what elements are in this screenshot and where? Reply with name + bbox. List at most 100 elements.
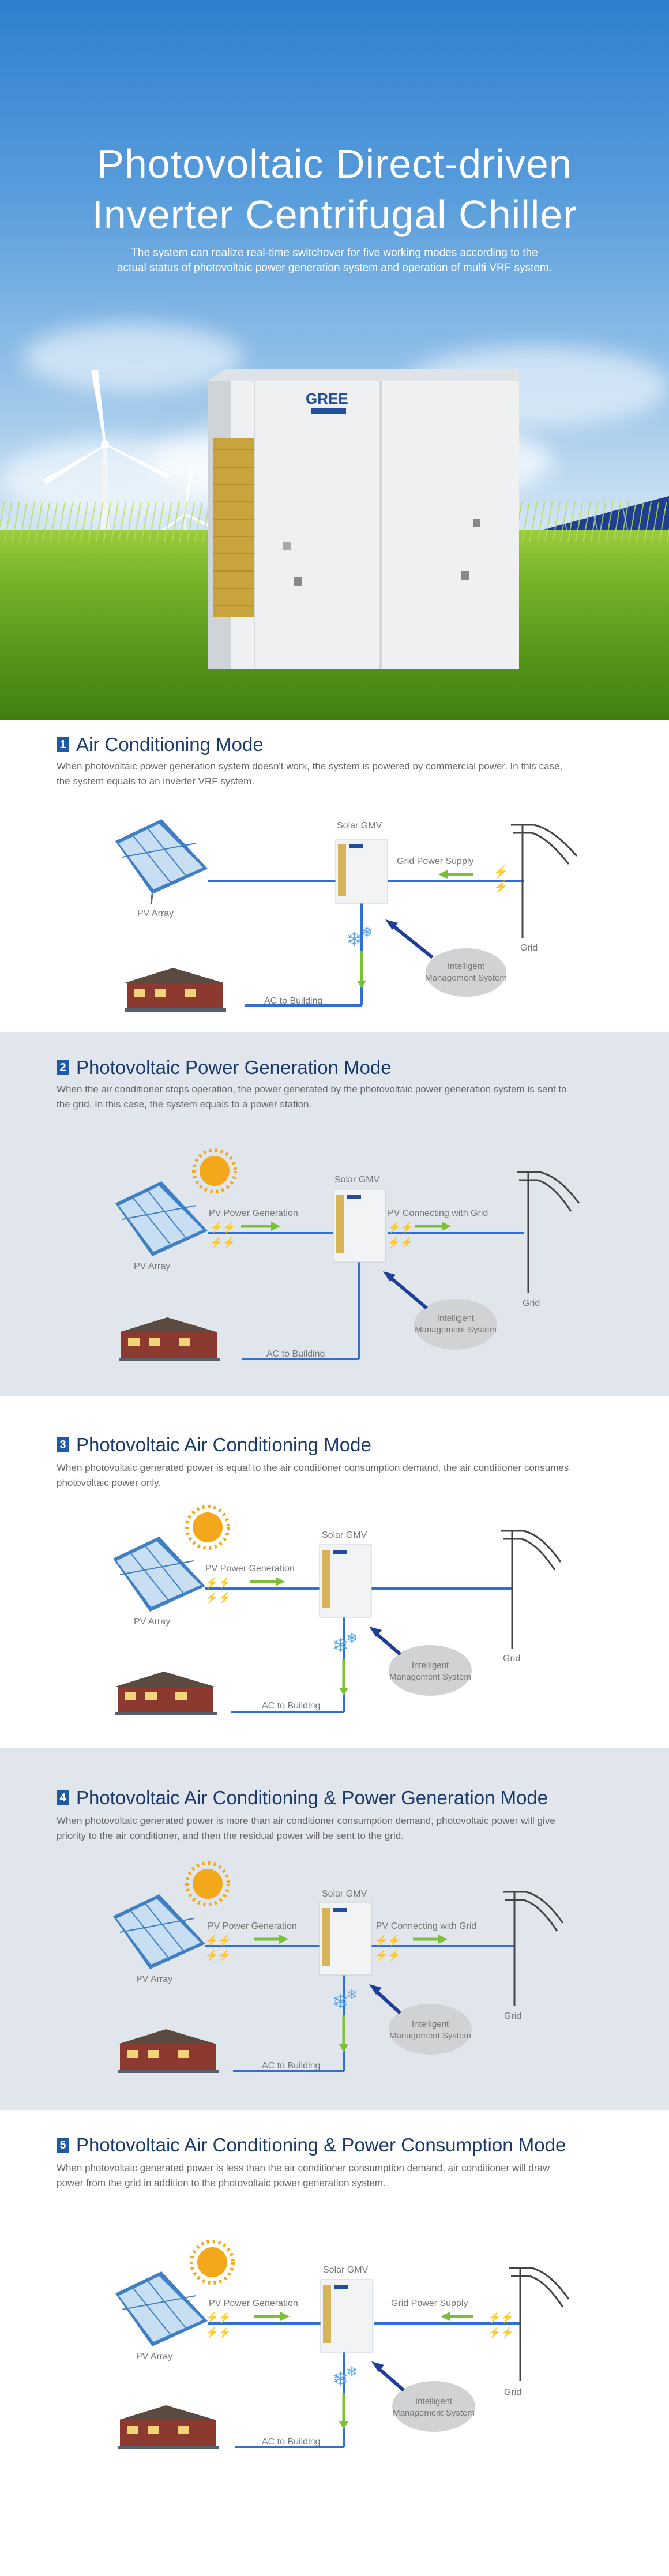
mode-description: When photovoltaic generated power is equ… bbox=[57, 1462, 569, 1488]
svg-text:⚡⚡: ⚡⚡ bbox=[205, 1591, 231, 1604]
svg-text:Intelligent: Intelligent bbox=[412, 1661, 449, 1670]
svg-text:PV Array: PV Array bbox=[134, 1261, 170, 1271]
hero-title-line1: Photovoltaic Direct-driven bbox=[97, 141, 572, 186]
mode-number-badge: 2 bbox=[57, 1060, 69, 1075]
svg-text:Intelligent: Intelligent bbox=[415, 2397, 453, 2406]
svg-text:⚡⚡: ⚡⚡ bbox=[388, 1236, 414, 1249]
flow-sparks-icon: ⚡⚡ ⚡⚡ bbox=[205, 1576, 231, 1604]
svg-text:⚡⚡: ⚡⚡ bbox=[205, 2311, 231, 2324]
svg-text:Intelligent: Intelligent bbox=[412, 2019, 449, 2029]
mode-number-badge: 5 bbox=[57, 2138, 69, 2153]
svg-text:PV Connecting with Grid: PV Connecting with Grid bbox=[376, 1921, 476, 1931]
svg-text:AC to Building: AC to Building bbox=[262, 2437, 320, 2447]
flow-sparks-icon: ⚡⚡ ⚡⚡ bbox=[375, 1934, 401, 1962]
svg-text:AC to Building: AC to Building bbox=[266, 1349, 325, 1359]
mode-heading: 3 Photovoltaic Air Conditioning Mode bbox=[57, 1434, 371, 1456]
svg-text:PV Array: PV Array bbox=[134, 1617, 170, 1627]
cooling-snowflake-icon: ❄❄ bbox=[332, 2364, 358, 2390]
building-icon bbox=[119, 1317, 220, 1361]
svg-text:Solar GMV: Solar GMV bbox=[323, 2265, 369, 2275]
svg-text:⚡⚡: ⚡⚡ bbox=[375, 1934, 401, 1947]
building-icon bbox=[118, 2405, 219, 2449]
svg-text:Grid Power Supply: Grid Power Supply bbox=[397, 857, 473, 866]
grid-pole-icon bbox=[509, 2267, 570, 2381]
svg-text:❄: ❄ bbox=[346, 929, 363, 951]
svg-text:AC to Building: AC to Building bbox=[264, 996, 322, 1006]
svg-text:PV Power Generation: PV Power Generation bbox=[209, 2299, 298, 2308]
svg-text:❄: ❄ bbox=[332, 2368, 349, 2390]
svg-text:AC to Building: AC to Building bbox=[262, 2061, 320, 2071]
svg-text:⚡⚡: ⚡⚡ bbox=[375, 1949, 401, 1962]
mode-section-5: 5 Photovoltaic Air Conditioning & Power … bbox=[0, 2110, 669, 2576]
cooling-snowflake-icon: ❄❄ bbox=[346, 925, 373, 951]
svg-text:⚡⚡: ⚡⚡ bbox=[488, 2326, 514, 2339]
mode-title: Photovoltaic Power Generation Mode bbox=[76, 1057, 392, 1078]
svg-text:❄: ❄ bbox=[346, 2364, 358, 2380]
grid-pole-icon bbox=[501, 1530, 562, 1649]
flow-sparks-icon: ⚡⚡⚡⚡ bbox=[488, 2311, 514, 2339]
hero-title-line2: Inverter Centrifugal Chiller bbox=[92, 192, 577, 237]
svg-text:Management System: Management System bbox=[415, 1325, 497, 1335]
flow-sparks-icon: ⚡⚡ bbox=[494, 865, 508, 893]
svg-text:⚡⚡: ⚡⚡ bbox=[205, 2326, 231, 2339]
svg-text:❄: ❄ bbox=[361, 925, 373, 940]
svg-text:Solar GMV: Solar GMV bbox=[322, 1889, 367, 1899]
svg-text:⚡⚡: ⚡⚡ bbox=[205, 1576, 231, 1589]
mode-number-badge: 1 bbox=[57, 737, 69, 752]
sun-icon bbox=[192, 1148, 237, 1193]
svg-text:❄: ❄ bbox=[332, 1635, 349, 1657]
building-icon bbox=[118, 2029, 219, 2073]
svg-text:❄: ❄ bbox=[346, 1987, 358, 2003]
hero-title: Photovoltaic Direct-driven Inverter Cent… bbox=[0, 138, 669, 240]
building-icon bbox=[125, 968, 226, 1012]
svg-text:Solar GMV: Solar GMV bbox=[334, 1175, 380, 1185]
mode-diagram: PV Array Solar GMV PV Power Generation ⚡… bbox=[113, 1861, 564, 2073]
cooling-snowflake-icon: ❄❄ bbox=[332, 1631, 358, 1657]
svg-text:Grid: Grid bbox=[503, 1654, 520, 1663]
mode-description: When photovoltaic generated power is mor… bbox=[57, 1815, 555, 1841]
svg-text:Grid Power Supply: Grid Power Supply bbox=[391, 2299, 468, 2308]
svg-text:❄: ❄ bbox=[332, 1991, 349, 2013]
flow-sparks-icon: ⚡⚡ ⚡⚡ bbox=[205, 2311, 231, 2339]
building-icon bbox=[115, 1672, 217, 1715]
mode-title: Photovoltaic Air Conditioning & Power Ge… bbox=[76, 1787, 548, 1808]
svg-text:PV Power Generation: PV Power Generation bbox=[208, 1921, 297, 1931]
svg-text:PV Power Generation: PV Power Generation bbox=[205, 1564, 295, 1574]
gree-logo: GREE bbox=[306, 390, 348, 407]
svg-text:PV Array: PV Array bbox=[137, 908, 174, 918]
grid-pole-icon bbox=[503, 1891, 564, 2006]
solar-gmv-unit-icon bbox=[320, 2279, 373, 2353]
hero-subtitle-line2: actual status of photovoltaic power gene… bbox=[116, 262, 553, 274]
svg-text:⚡⚡: ⚡⚡ bbox=[210, 1236, 236, 1249]
svg-text:Grid: Grid bbox=[504, 2387, 521, 2397]
mode-heading: 4 Photovoltaic Air Conditioning & Power … bbox=[57, 1787, 548, 1809]
flow-sparks-icon: ⚡⚡⚡⚡ bbox=[388, 1221, 414, 1249]
hero-banner: Photovoltaic Direct-driven Inverter Cent… bbox=[0, 0, 669, 720]
pv-array-icon bbox=[115, 2271, 208, 2346]
solar-gmv-unit-image: GREE bbox=[208, 369, 519, 669]
svg-text:Solar GMV: Solar GMV bbox=[322, 1530, 367, 1540]
svg-text:Grid: Grid bbox=[520, 943, 538, 953]
flow-sparks-icon: ⚡⚡⚡⚡ bbox=[205, 1934, 231, 1962]
mode-description: When photovoltaic generated power is les… bbox=[57, 2162, 550, 2188]
svg-text:⚡⚡: ⚡⚡ bbox=[205, 1949, 231, 1962]
svg-text:❄: ❄ bbox=[346, 1631, 358, 1646]
svg-text:Grid: Grid bbox=[523, 1298, 540, 1308]
sun-icon bbox=[190, 2240, 235, 2285]
mode-number-badge: 4 bbox=[57, 1790, 69, 1805]
mode-heading: 5 Photovoltaic Air Conditioning & Power … bbox=[57, 2134, 566, 2156]
mode-heading: 1 Air Conditioning Mode bbox=[57, 734, 264, 756]
mode-diagram: PV Array Solar GMV PV Power Generation ⚡… bbox=[115, 2240, 570, 2449]
pv-array-icon bbox=[113, 1894, 205, 1969]
svg-text:Solar GMV: Solar GMV bbox=[337, 821, 382, 831]
svg-text:⚡⚡: ⚡⚡ bbox=[210, 1221, 236, 1234]
mode-number-badge: 3 bbox=[57, 1437, 69, 1452]
mode-diagram: PV Array Solar GMV PV Power Generation ⚡… bbox=[113, 1505, 562, 1715]
solar-gmv-unit-icon bbox=[335, 839, 388, 904]
mode-heading: 2 Photovoltaic Power Generation Mode bbox=[57, 1057, 392, 1079]
mode-diagram: PV Array Solar GMV Grid Power Supply ⚡⚡ … bbox=[115, 819, 578, 1012]
hero-subtitle-line1: The system can realize real-time switcho… bbox=[131, 247, 538, 259]
mode-title: Photovoltaic Air Conditioning & Power Co… bbox=[76, 2134, 566, 2156]
mode-section-4: 4 Photovoltaic Air Conditioning & Power … bbox=[0, 1748, 669, 2110]
svg-text:Intelligent: Intelligent bbox=[448, 962, 485, 971]
